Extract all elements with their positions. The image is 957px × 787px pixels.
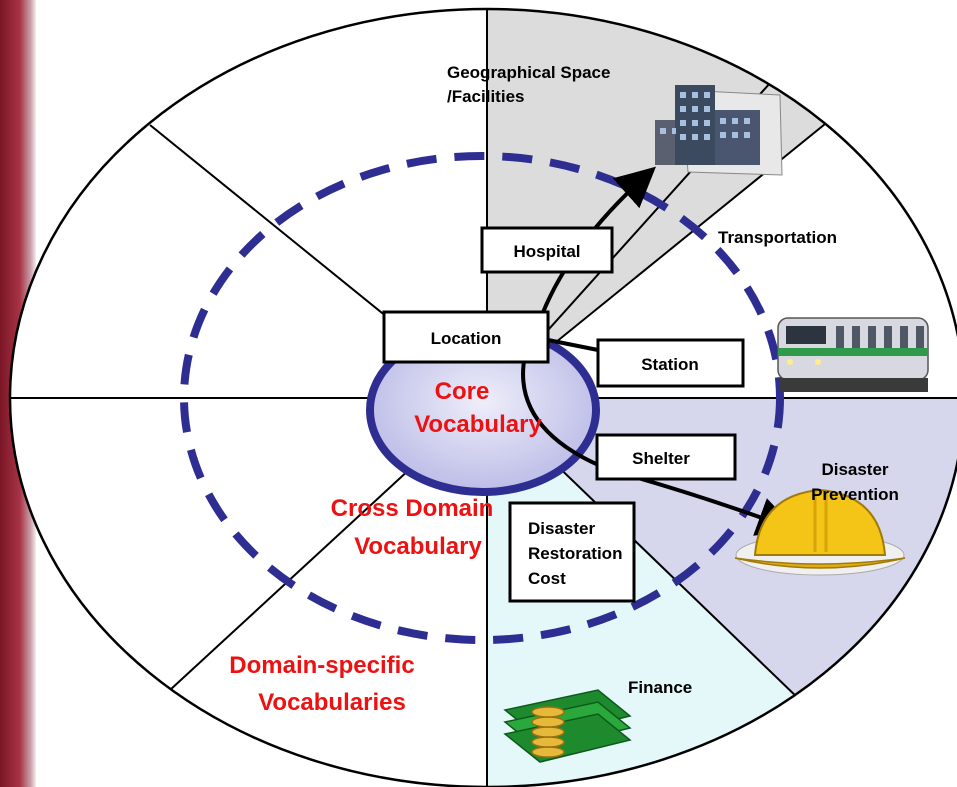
station-label: Station [641, 355, 699, 374]
station-connector [547, 338, 599, 352]
domain-specific-label-line2: Vocabularies [258, 689, 406, 716]
core-label-line1: Core [435, 378, 490, 405]
money-stack-icon [503, 689, 632, 763]
hospital-building-icon [655, 85, 783, 176]
shelter-label: Shelter [632, 449, 690, 468]
disaster-restoration-cost-box [508, 501, 636, 603]
geographical-label-line1: Geographical Space [447, 63, 610, 82]
disaster-prevention-label-line1: Disaster [821, 460, 888, 479]
station-box [596, 338, 745, 388]
cross-domain-ring [180, 152, 784, 644]
location-label: Location [431, 329, 502, 348]
hard-hat-icon [734, 488, 906, 576]
geographical-label-line2: /Facilities [447, 87, 524, 106]
hospital-label: Hospital [513, 242, 580, 261]
cross-domain-label-line1: Cross Domain [331, 495, 494, 522]
disaster-prevention-label-line2: Prevention [811, 485, 899, 504]
domain-specific-label-line1: Domain-specific [229, 652, 414, 679]
transportation-label: Transportation [718, 228, 837, 247]
finance-sector [487, 398, 957, 787]
restoration-label-line2: Restoration [528, 544, 622, 563]
train-icon [777, 317, 929, 392]
restoration-label-line1: Disaster [528, 519, 595, 538]
finance-label: Finance [628, 678, 692, 697]
shelter-box [595, 433, 737, 481]
location-box [382, 310, 550, 364]
outer-ellipse-outline [8, 7, 957, 787]
restoration-label-line3: Cost [528, 569, 566, 588]
cross-domain-label-line2: Vocabulary [354, 533, 482, 560]
hospital-box [480, 226, 614, 274]
core-label-line2: Vocabulary [414, 411, 542, 438]
